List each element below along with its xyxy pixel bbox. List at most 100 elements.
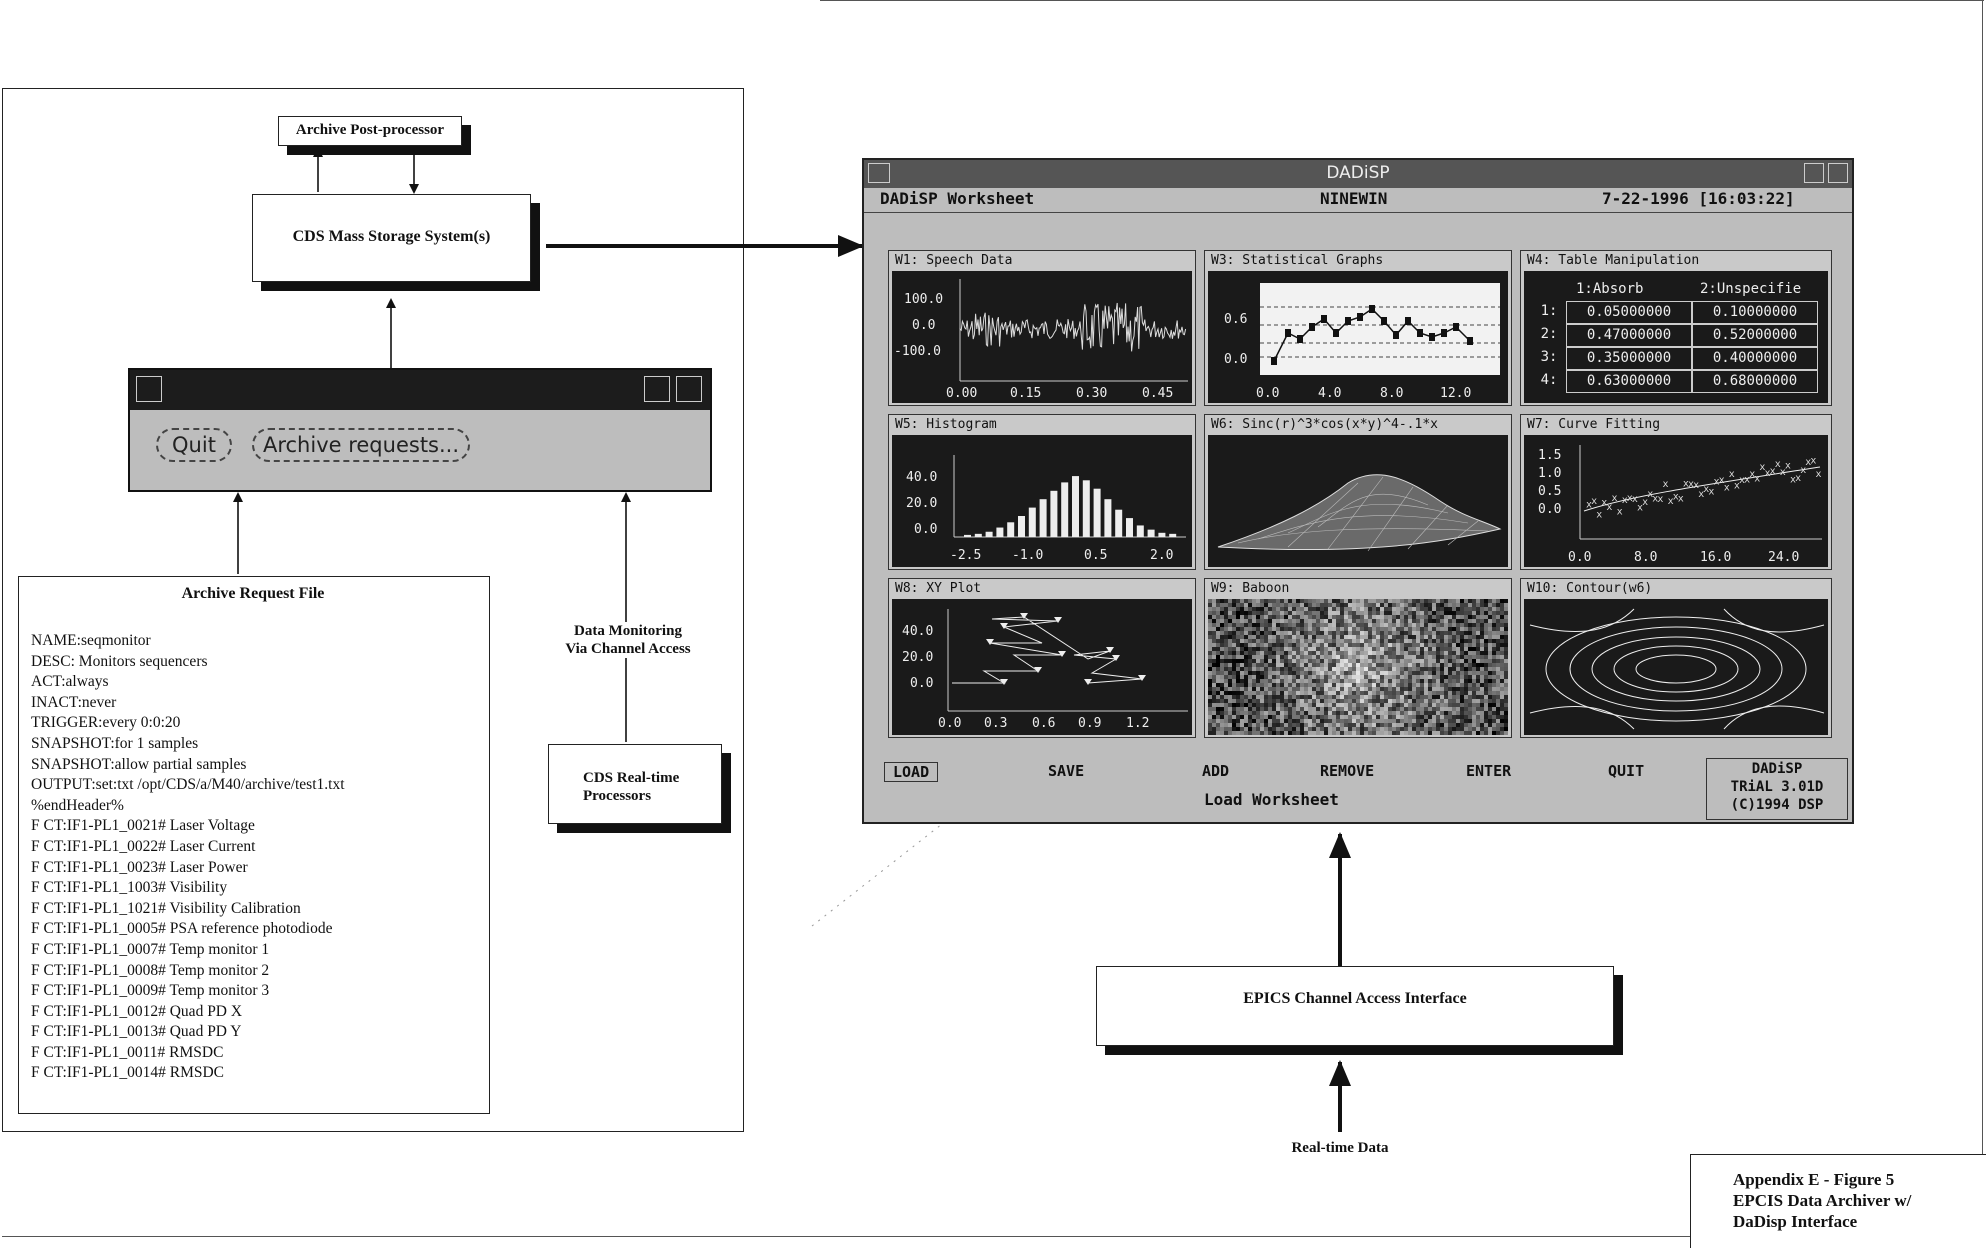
request-file-line: F CT:IF1-PL1_0021# Laser Voltage xyxy=(31,816,481,837)
w4-cell: 0.35000000 xyxy=(1566,347,1692,370)
menu-quit[interactable]: QUIT xyxy=(1608,762,1644,780)
w4-cell: 0.05000000 xyxy=(1566,301,1692,324)
w5-histogram-bar xyxy=(1029,508,1036,537)
w9-title: W9: Baboon xyxy=(1211,581,1289,596)
w7-scatter-mark: x xyxy=(1754,474,1760,485)
data-monitoring-label: Data Monitoring Via Channel Access xyxy=(544,622,712,658)
version-line-3: (C)1994 DSP xyxy=(1707,797,1847,813)
w5-histogram-bar xyxy=(1050,491,1057,537)
w4-cell: 0.40000000 xyxy=(1692,347,1818,370)
panel-w6[interactable]: W6: Sinc(r)^3*cos(x*y)^4-.1*x xyxy=(1204,414,1512,570)
dadisp-maximize-icon[interactable] xyxy=(1804,163,1824,183)
request-file-line: F CT:IF1-PL1_0005# PSA reference photodi… xyxy=(31,919,481,940)
w7-scatter-mark: x xyxy=(1657,494,1663,505)
w8-xtick-3: 0.6 xyxy=(1032,716,1055,731)
request-file-line: SNAPSHOT:for 1 samples xyxy=(31,734,481,755)
w1-ytick-3: -100.0 xyxy=(894,344,941,359)
dadisp-close-icon[interactable] xyxy=(1828,163,1848,183)
panel-w8[interactable]: W8: XY Plot 40.0 20.0 0.0 0.0 0.3 0.6 0.… xyxy=(888,578,1196,738)
w3-plot: 0.6 0.0 0.0 4.0 8.0 12.0 xyxy=(1208,271,1508,403)
w7-scatter-mark: x xyxy=(1678,493,1684,504)
w1-ytick-1: 100.0 xyxy=(904,292,943,307)
quit-button-label: Quit xyxy=(172,433,216,457)
archive-requests-button[interactable]: Archive requests... xyxy=(252,428,470,462)
w7-scatter-mark: x xyxy=(1816,469,1822,480)
menu-add[interactable]: ADD xyxy=(1202,762,1229,780)
w7-scatter-mark: x xyxy=(1810,456,1816,467)
dadisp-window-title: DADiSP xyxy=(1164,163,1552,183)
panel-w7[interactable]: W7: Curve Fitting 1.5 1.0 0.5 0.0 0.0 8.… xyxy=(1520,414,1832,570)
w4-cell: 3: xyxy=(1532,347,1566,368)
panel-w4[interactable]: W4: Table Manipulation 1:Absorb 2:Unspec… xyxy=(1520,250,1832,406)
w5-histogram-bar xyxy=(1115,510,1122,537)
w1-ytick-2: 0.0 xyxy=(912,318,935,333)
archive-requests-label: Archive requests... xyxy=(263,433,459,457)
menu-enter[interactable]: ENTER xyxy=(1466,762,1511,780)
w7-xtick-1: 0.0 xyxy=(1568,550,1591,565)
panel-w1[interactable]: W1: Speech Data 100.0 0.0 -100.0 0.00 0.… xyxy=(888,250,1196,406)
w8-xtick-4: 0.9 xyxy=(1078,716,1101,731)
w4-cell: 0.68000000 xyxy=(1692,370,1818,393)
dadisp-titlebar[interactable]: DADiSP xyxy=(864,160,1852,188)
w7-scatter-mark: x xyxy=(1591,496,1597,507)
w4-col-header-2: 2:Unspecifie xyxy=(1700,281,1801,297)
caption-line-3: DaDisp Interface xyxy=(1733,1211,1911,1232)
control-window-titlebar[interactable] xyxy=(130,370,710,410)
w7-scatter-mark: x xyxy=(1663,479,1669,490)
w1-xtick-3: 0.30 xyxy=(1076,386,1107,401)
epics-interface-label: EPICS Channel Access Interface xyxy=(1243,990,1467,1007)
w4-cell: 1: xyxy=(1532,301,1566,322)
request-file-line: F CT:IF1-PL1_1021# Visibility Calibratio… xyxy=(31,899,481,920)
w5-ytick-2: 20.0 xyxy=(906,496,937,511)
post-processor-box: Archive Post-processor xyxy=(278,116,462,146)
request-file-line: %endHeader% xyxy=(31,796,481,817)
w5-xtick-2: -1.0 xyxy=(1012,548,1043,563)
w4-cell: 4: xyxy=(1532,370,1566,391)
minimize-icon[interactable] xyxy=(644,376,670,402)
panel-w10[interactable]: W10: Contour(w6) xyxy=(1520,578,1832,738)
w5-histogram-bar xyxy=(1137,525,1144,537)
w5-xtick-4: 2.0 xyxy=(1150,548,1173,563)
w8-ytick-2: 20.0 xyxy=(902,650,933,665)
caption-line-2: EPCIS Data Archiver w/ xyxy=(1733,1190,1911,1211)
request-file-line: TRIGGER:every 0:0:20 xyxy=(31,713,481,734)
request-file-line: SNAPSHOT:allow partial samples xyxy=(31,755,481,776)
request-file-line: INACT:never xyxy=(31,693,481,714)
realtime-processors-line-2: Processors xyxy=(583,787,721,805)
w7-ytick-3: 0.5 xyxy=(1538,484,1561,499)
w7-ytick-1: 1.5 xyxy=(1538,448,1561,463)
dadisp-window-menu-icon[interactable] xyxy=(868,163,890,183)
w8-xtick-5: 1.2 xyxy=(1126,716,1149,731)
panel-w3[interactable]: W3: Statistical Graphs 0.6 0.0 0.0 4.0 8… xyxy=(1204,250,1512,406)
w1-xtick-4: 0.45 xyxy=(1142,386,1173,401)
panel-w5[interactable]: W5: Histogram 40.0 20.0 0.0 -2.5 -1.0 0.… xyxy=(888,414,1196,570)
panel-w9[interactable]: W9: Baboon xyxy=(1204,578,1512,738)
w3-xtick-4: 12.0 xyxy=(1440,386,1471,401)
w5-histogram-bar xyxy=(1061,482,1068,537)
maximize-icon[interactable] xyxy=(676,376,702,402)
w7-scatter-mark: x xyxy=(1729,469,1735,480)
request-file-line: F CT:IF1-PL1_0023# Laser Power xyxy=(31,858,481,879)
request-file-line: F CT:IF1-PL1_0008# Temp monitor 2 xyxy=(31,961,481,982)
w8-xtick-1: 0.0 xyxy=(938,716,961,731)
w7-ytick-2: 1.0 xyxy=(1538,466,1561,481)
worksheet-datetime: 7-22-1996 [16:03:22] xyxy=(1602,189,1795,208)
window-menu-icon[interactable] xyxy=(136,376,162,402)
w8-xy-trace xyxy=(952,617,1142,683)
w3-xtick-1: 0.0 xyxy=(1256,386,1279,401)
w9-baboon-image xyxy=(1208,599,1508,735)
menu-save[interactable]: SAVE xyxy=(1048,762,1084,780)
w3-ytick-1: 0.6 xyxy=(1224,312,1247,327)
menu-remove[interactable]: REMOVE xyxy=(1320,762,1374,780)
request-file-line: F CT:IF1-PL1_0022# Laser Current xyxy=(31,837,481,858)
request-file-lines: NAME:seqmonitorDESC: Monitors sequencers… xyxy=(31,631,481,1084)
w8-xtick-2: 0.3 xyxy=(984,716,1007,731)
archive-request-file: Archive Request File NAME:seqmonitorDESC… xyxy=(18,576,490,1114)
w4-cell: 0.10000000 xyxy=(1692,301,1818,324)
menu-load[interactable]: LOAD xyxy=(884,762,938,782)
w3-title: W3: Statistical Graphs xyxy=(1211,253,1383,268)
w3-xtick-2: 4.0 xyxy=(1318,386,1341,401)
w7-scatter-mark: x xyxy=(1612,493,1618,504)
quit-button[interactable]: Quit xyxy=(156,428,232,462)
